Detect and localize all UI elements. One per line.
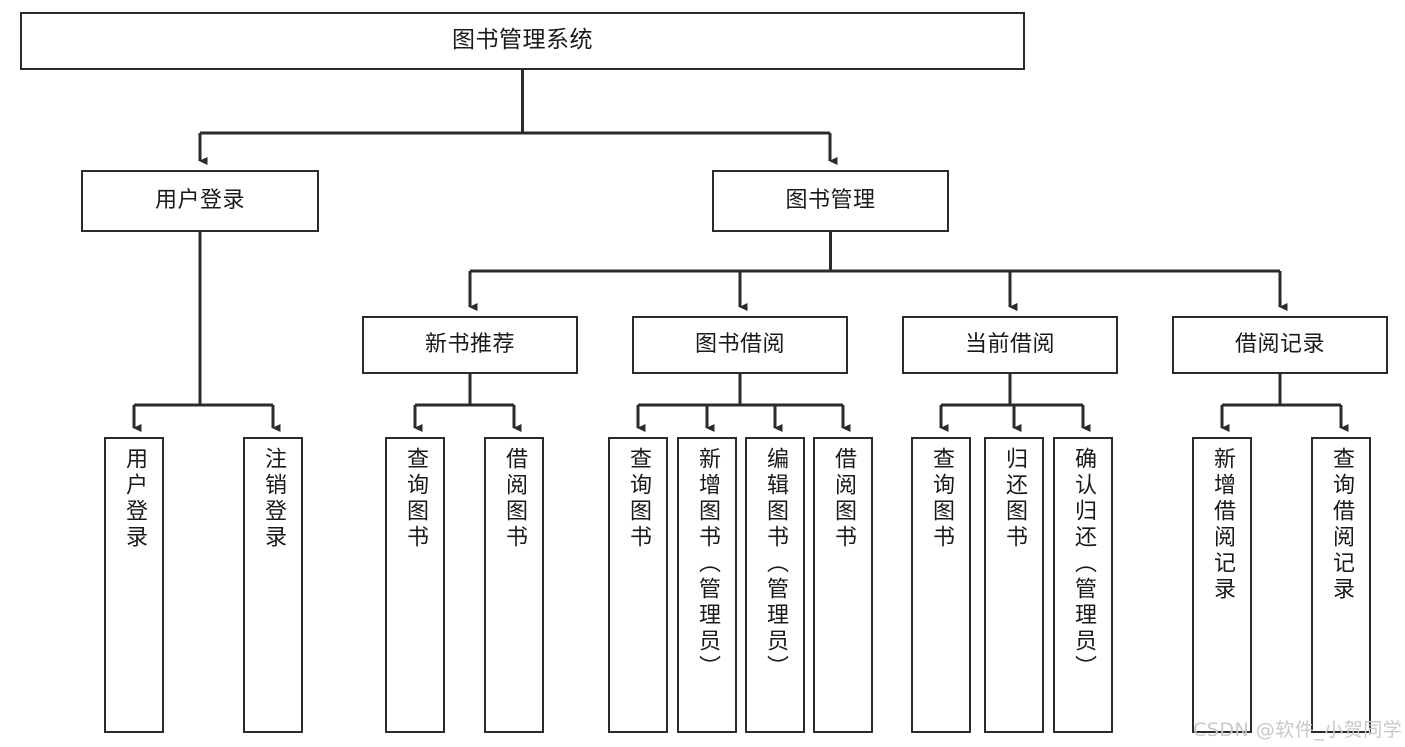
node-leaf-add-borrow-record[interactable]: 新增借阅记录 [1192,437,1252,733]
node-label: 借阅图书 [502,447,527,551]
node-label: 确认归还（管理员） [1071,447,1096,681]
node-label: 借阅图书 [831,447,856,551]
node-leaf-borrow-book[interactable]: 借阅图书 [813,437,873,733]
node-label: 查询借阅记录 [1329,447,1354,603]
node-leaf-add-book-admin[interactable]: 新增图书（管理员） [677,437,737,733]
node-label: 图书管理 [785,187,876,213]
csdn-watermark: CSDN @软件_小贺同学 [1193,719,1403,741]
node-label: 查询图书 [929,447,954,551]
node-book-management[interactable]: 图书管理 [712,170,949,232]
node-leaf-user-logout[interactable]: 注销登录 [243,437,303,733]
node-label: 新增借阅记录 [1210,447,1235,603]
node-label: 当前借阅 [964,331,1055,357]
node-borrow-record[interactable]: 借阅记录 [1172,316,1388,374]
node-label: 用户登录 [122,447,147,551]
node-root-book-management-system[interactable]: 图书管理系统 [20,12,1025,70]
node-label: 注销登录 [261,447,286,551]
node-leaf-query-book-recommend[interactable]: 查询图书 [385,437,445,733]
node-book-borrow[interactable]: 图书借阅 [632,316,848,374]
node-label: 图书管理系统 [452,27,593,54]
node-leaf-query-borrow-record[interactable]: 查询借阅记录 [1311,437,1371,733]
node-label: 归还图书 [1002,447,1027,551]
node-label: 图书借阅 [694,331,785,357]
node-label: 用户登录 [154,187,245,213]
node-leaf-user-login[interactable]: 用户登录 [104,437,164,733]
node-leaf-return-book[interactable]: 归还图书 [984,437,1044,733]
node-label: 查询图书 [403,447,428,551]
node-leaf-query-book-current[interactable]: 查询图书 [911,437,971,733]
node-new-book-recommend[interactable]: 新书推荐 [362,316,578,374]
node-leaf-query-book-borrow[interactable]: 查询图书 [608,437,668,733]
node-leaf-borrow-book-recommend[interactable]: 借阅图书 [484,437,544,733]
node-user-login[interactable]: 用户登录 [81,170,319,232]
node-current-borrow[interactable]: 当前借阅 [902,316,1118,374]
node-label: 编辑图书（管理员） [763,447,788,681]
node-label: 新增图书（管理员） [695,447,720,681]
node-leaf-confirm-return-admin[interactable]: 确认归还（管理员） [1053,437,1113,733]
node-label: 借阅记录 [1234,331,1325,357]
node-label: 新书推荐 [424,331,515,357]
node-label: 查询图书 [626,447,651,551]
node-leaf-edit-book-admin[interactable]: 编辑图书（管理员） [745,437,805,733]
